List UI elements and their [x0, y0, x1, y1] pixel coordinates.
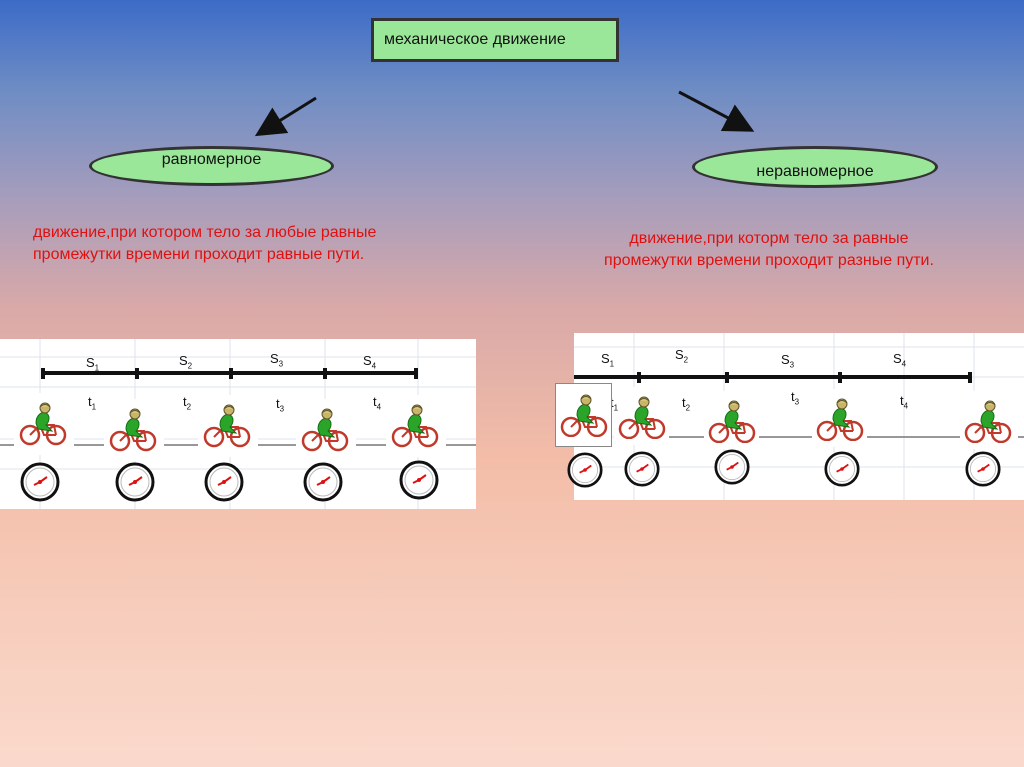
uniform-definition-line2: промежутки времени проходит равные пути.: [33, 246, 365, 263]
cyclist-icon: [560, 393, 608, 438]
uniform-definition-line1: движение,при котором тело за любые равны…: [33, 224, 377, 241]
distance-label-s1: S1: [601, 351, 615, 369]
clock-icon: [714, 449, 750, 485]
distance-label-s2: S2: [179, 353, 193, 371]
cyclist-icon: [203, 403, 251, 448]
cyclist-icon: [816, 397, 864, 442]
cyclist-tile: [386, 395, 446, 457]
clock-icon: [204, 462, 244, 502]
time-label-t2: t2: [183, 394, 192, 412]
arrow-icon: [254, 96, 317, 137]
time-label-t2: t2: [682, 395, 691, 413]
arrows: [254, 90, 755, 137]
clock-icon: [824, 451, 860, 487]
time-label-t4: t4: [373, 394, 382, 412]
arrow-icon: [678, 90, 755, 132]
clock-icon: [399, 460, 439, 500]
title-text: механическое движение: [384, 31, 566, 48]
distance-label-s2: S2: [675, 347, 689, 365]
nonuniform-definition-line1: движение,при которм тело за равные: [629, 230, 909, 247]
uniform-panel: S1 S2 S3 S4 t1 t2 t3 t4: [0, 339, 476, 509]
nonuniform-label: неравномерное: [756, 163, 874, 180]
time-label-t3: t3: [276, 396, 285, 414]
uniform-ellipse: равномерное: [89, 146, 334, 186]
cyclist-tile: [14, 393, 74, 455]
cyclist-tile: [104, 399, 164, 461]
cyclist-tile: [198, 395, 258, 457]
clock-icon: [624, 451, 660, 487]
cyclist-icon: [964, 399, 1012, 444]
cyclist-icon: [618, 395, 666, 440]
cyclist-tile: [614, 387, 669, 445]
cyclist-tile: [812, 389, 867, 447]
cyclist-icon: [109, 407, 157, 452]
clock-icon: [965, 451, 1001, 487]
clock-icon: [20, 462, 60, 502]
nonuniform-panel: S1 S2 S3 S4 t1 t2 t3 t4: [574, 333, 1024, 500]
cyclist-tile: [960, 391, 1018, 449]
time-label-t4: t4: [900, 393, 909, 411]
time-label-t1: t1: [88, 394, 97, 412]
clock-icon: [303, 462, 343, 502]
cyclist-icon: [708, 399, 756, 444]
distance-label-s3: S3: [270, 351, 284, 369]
uniform-label: равномерное: [161, 151, 262, 168]
cyclist-icon: [391, 403, 439, 448]
title-box: механическое движение: [371, 18, 619, 62]
nonuniform-definition: движение,при которм тело за равные проме…: [559, 228, 979, 272]
clock-icon: [115, 462, 155, 502]
cyclist-tile: [704, 391, 759, 449]
distance-scale: [574, 372, 972, 383]
distance-label-s1: S1: [86, 355, 100, 373]
uniform-definition: движение,при котором тело за любые равны…: [33, 222, 376, 266]
distance-label-s4: S4: [363, 353, 377, 371]
time-label-t3: t3: [791, 389, 800, 407]
cyclist-icon: [301, 407, 349, 452]
cyclist-icon: [19, 401, 67, 446]
clock-icon: [567, 452, 603, 488]
nonuniform-ellipse: неравномерное: [692, 146, 938, 188]
nonuniform-definition-line2: промежутки времени проходит разные пути.: [604, 252, 934, 269]
distance-label-s3: S3: [781, 352, 795, 370]
distance-label-s4: S4: [893, 351, 907, 369]
cyclist-tile: [296, 399, 356, 461]
cyclist-tile: [555, 383, 612, 447]
